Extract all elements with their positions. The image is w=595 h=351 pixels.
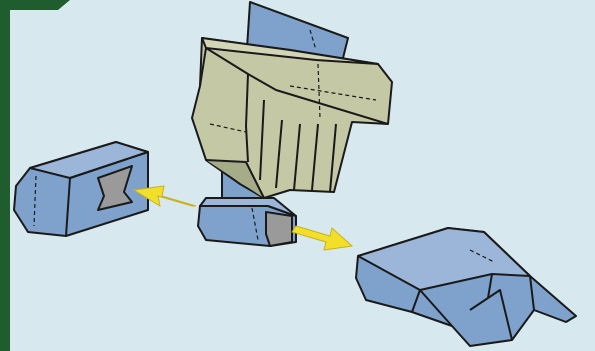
center-blue-base [198, 198, 296, 246]
